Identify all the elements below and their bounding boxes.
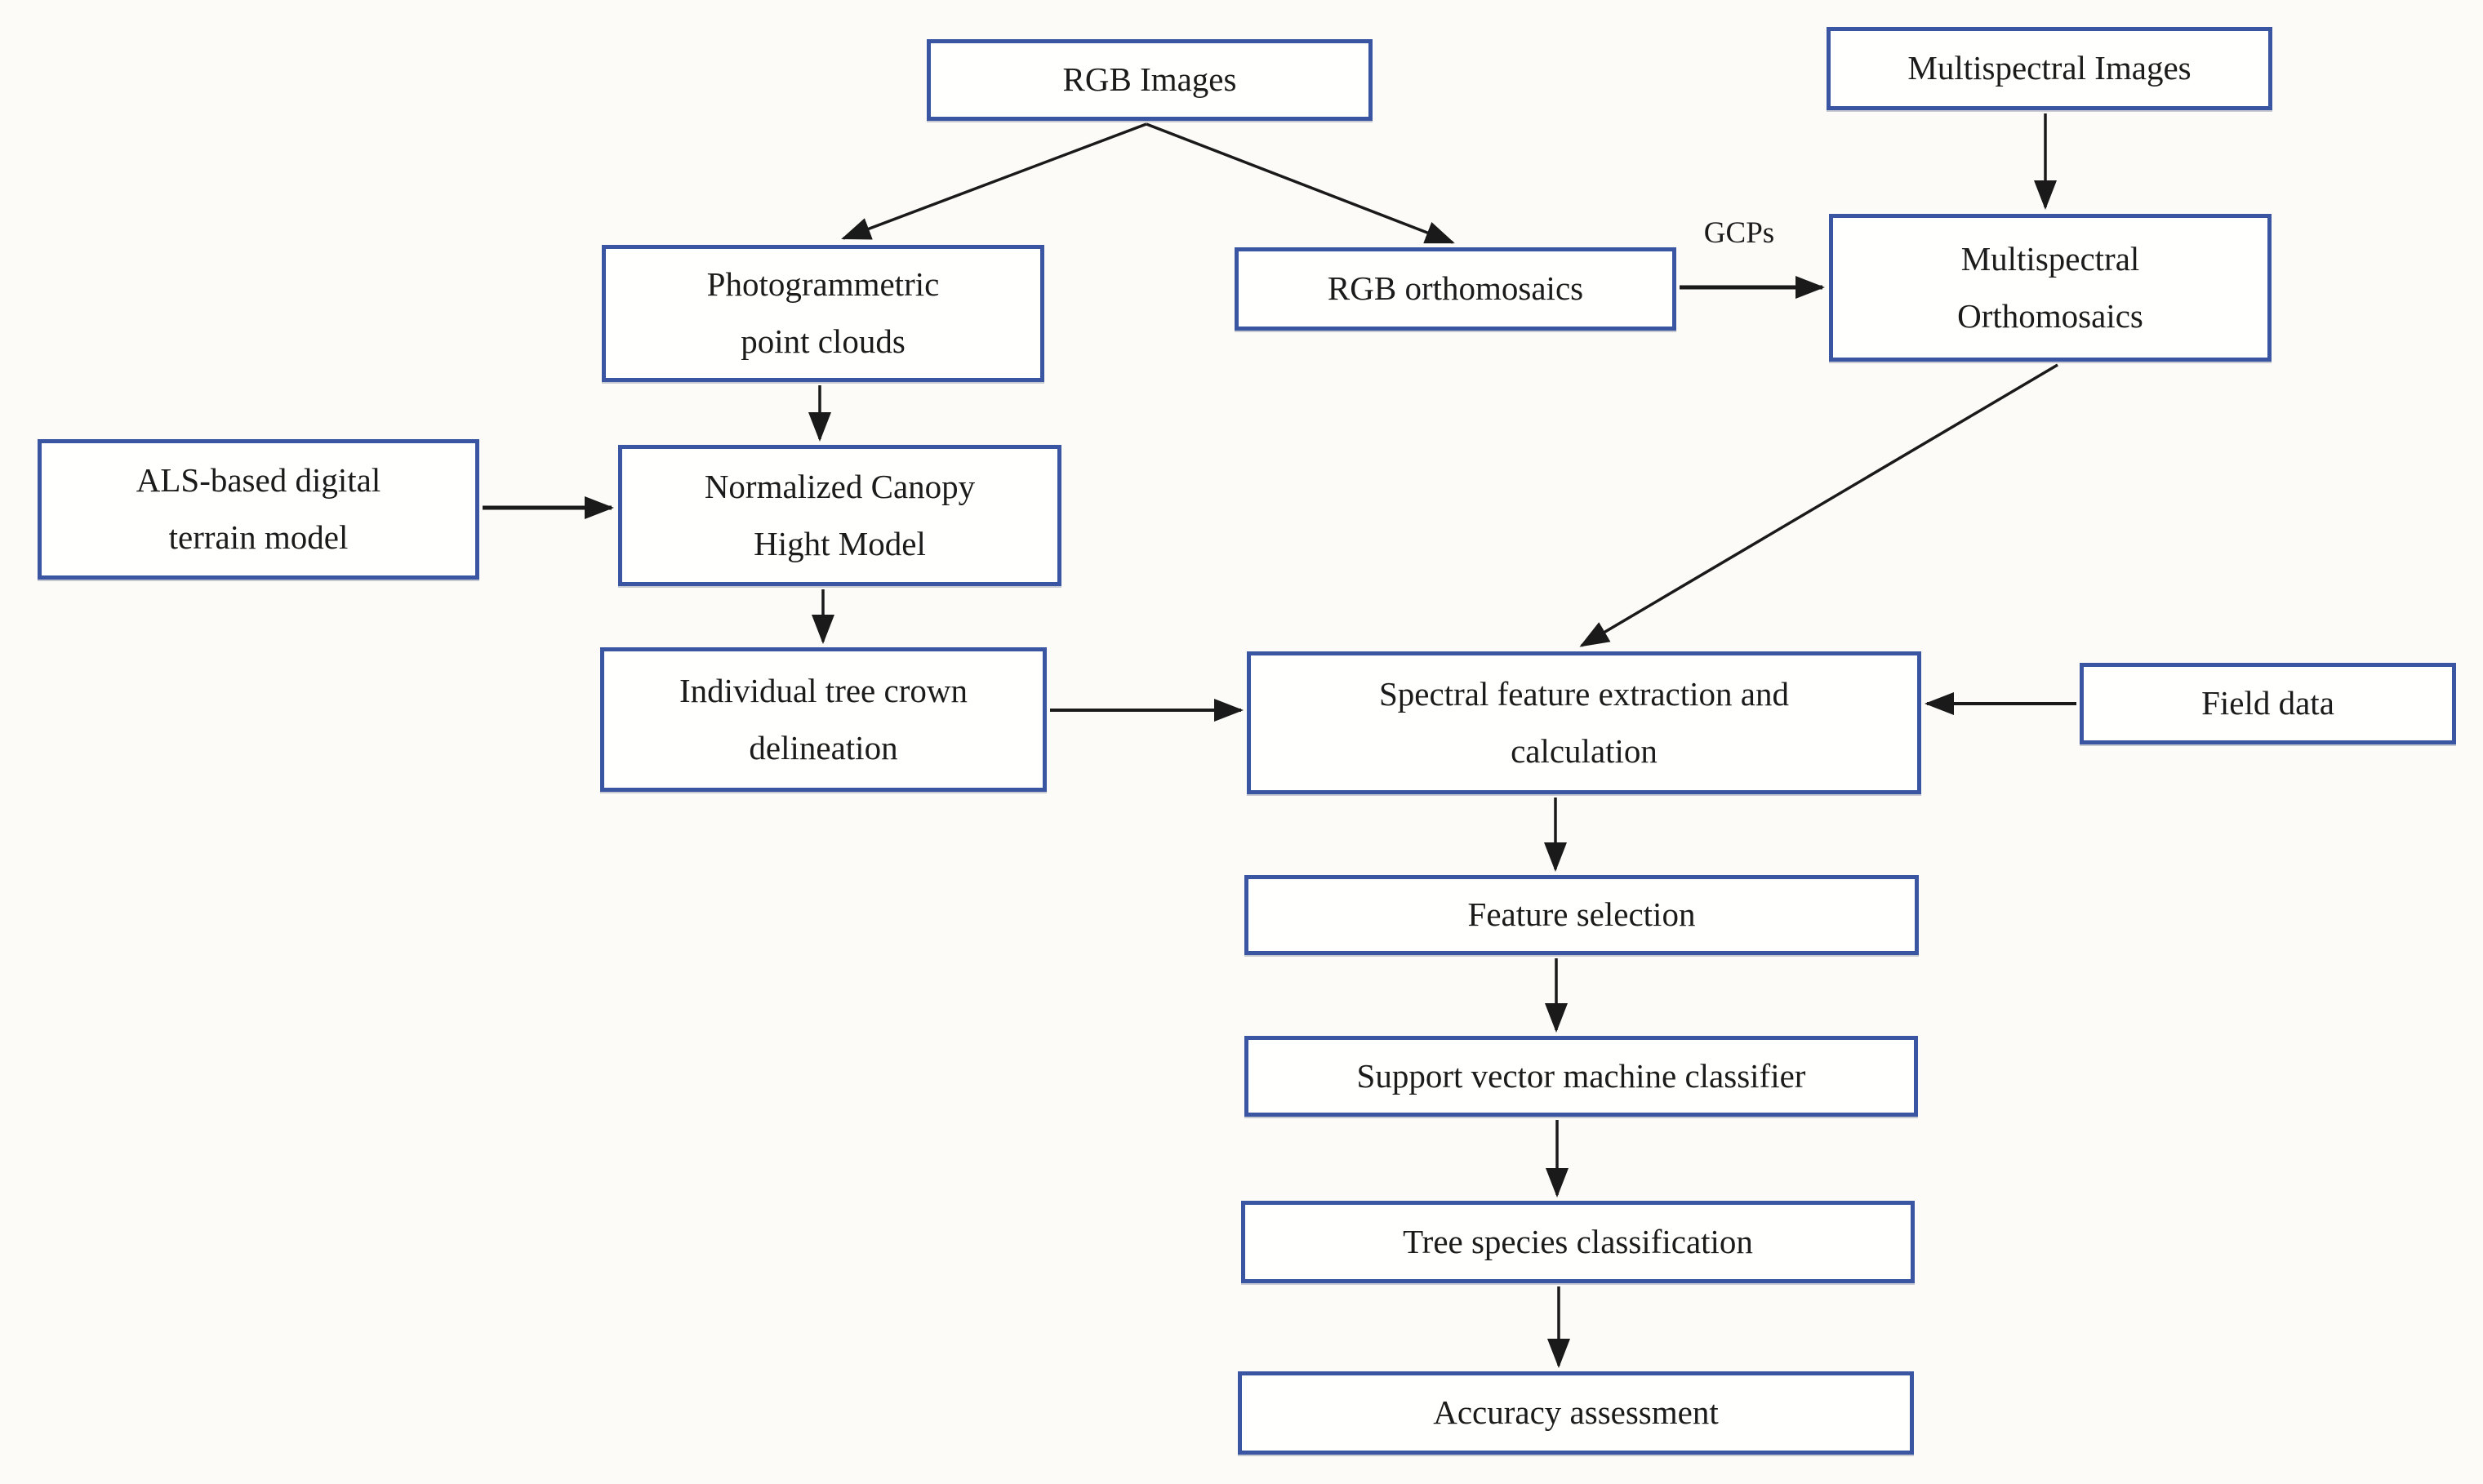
node-label: terrain model bbox=[168, 518, 349, 556]
node-label: delineation bbox=[749, 728, 898, 766]
node-label: Accuracy assessment bbox=[1433, 1393, 1719, 1432]
arrow-rgb-images-to-photogrammetric bbox=[841, 122, 1147, 240]
node-label: ALS-based digital bbox=[136, 461, 381, 500]
node-label: Photogrammetric bbox=[706, 265, 940, 304]
node-label: RGB Images bbox=[1062, 60, 1237, 99]
node-label: Multispectral bbox=[1960, 239, 2140, 278]
node-individual-tree-crown-delineation: Individual tree crown delineation bbox=[600, 647, 1047, 792]
node-label: Support vector machine classifier bbox=[1356, 1056, 1806, 1095]
node-multispectral-orthomosaics: Multispectral Orthomosaics bbox=[1829, 214, 2272, 362]
node-label: calculation bbox=[1511, 731, 1658, 770]
node-label: Tree species classification bbox=[1403, 1222, 1753, 1260]
node-rgb-orthomosaics: RGB orthomosaics bbox=[1235, 247, 1676, 331]
node-label: RGB orthomosaics bbox=[1327, 269, 1584, 308]
node-label: Feature selection bbox=[1467, 895, 1696, 934]
node-label: Spectral feature extraction and bbox=[1379, 674, 1789, 713]
node-support-vector-machine-classifier: Support vector machine classifier bbox=[1244, 1036, 1918, 1117]
node-multispectral-images: Multispectral Images bbox=[1827, 27, 2272, 110]
node-spectral-feature-extraction-and-calculation: Spectral feature extraction and calculat… bbox=[1247, 651, 1921, 794]
node-als-based-digital-terrain-model: ALS-based digital terrain model bbox=[38, 439, 479, 580]
arrow-rgb-images-to-rgb-orthomosaics bbox=[1146, 122, 1455, 244]
node-tree-species-classification: Tree species classification bbox=[1241, 1201, 1915, 1283]
edge-label-gcps: GCPs bbox=[1703, 216, 1775, 250]
node-label: Individual tree crown bbox=[679, 671, 968, 709]
node-label: Hight Model bbox=[754, 524, 926, 562]
node-label: point clouds bbox=[741, 322, 906, 360]
node-rgb-images: RGB Images bbox=[927, 39, 1373, 121]
node-label: Normalized Canopy bbox=[704, 467, 976, 505]
node-label: Orthomosaics bbox=[1957, 296, 2143, 335]
arrow-multispectral-orthomosaics-to-spectral-extraction bbox=[1579, 363, 2058, 647]
node-accuracy-assessment: Accuracy assessment bbox=[1238, 1371, 1914, 1455]
node-photogrammetric-point-clouds: Photogrammetric point clouds bbox=[602, 245, 1044, 382]
node-feature-selection: Feature selection bbox=[1244, 875, 1919, 955]
node-label: Multispectral Images bbox=[1907, 49, 2192, 87]
node-normalized-canopy-hight-model: Normalized Canopy Hight Model bbox=[618, 445, 1061, 586]
node-field-data: Field data bbox=[2080, 663, 2456, 744]
node-label: Field data bbox=[2201, 684, 2334, 722]
